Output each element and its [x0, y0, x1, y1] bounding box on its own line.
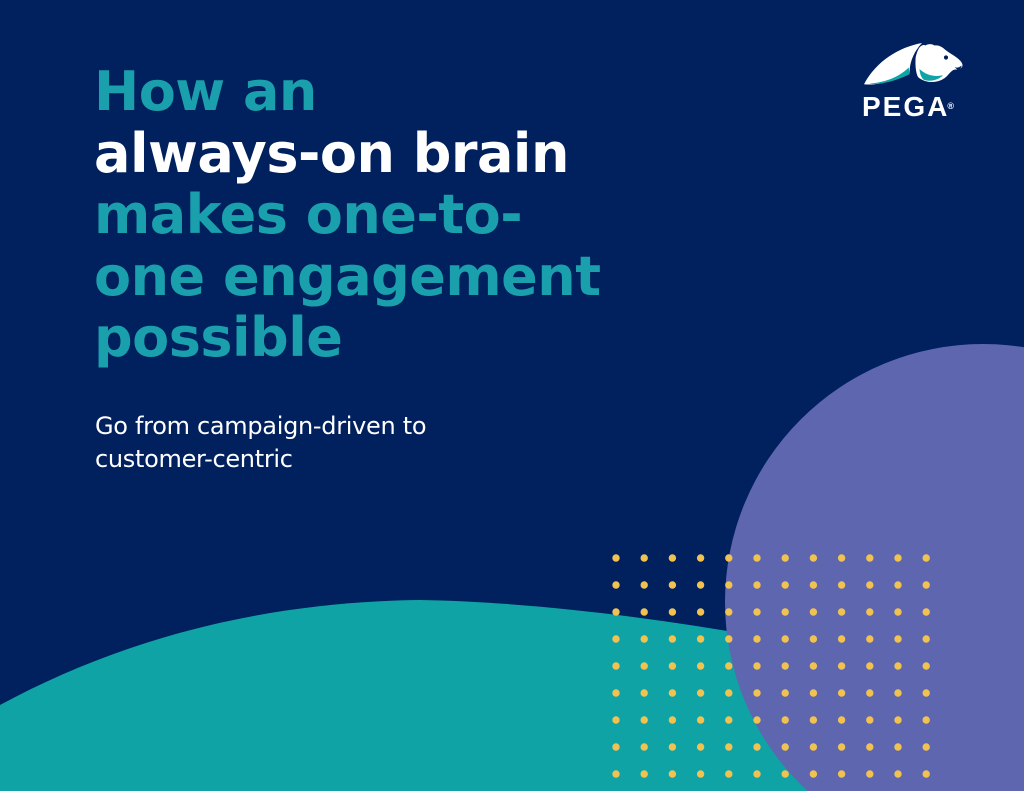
subtitle-line-1: Go from campaign-driven to — [95, 412, 427, 440]
subtitle: Go from campaign-driven to customer-cent… — [95, 410, 427, 476]
dot-grid-pattern — [612, 554, 930, 778]
pega-horse-icon — [864, 43, 963, 85]
title-line-2: always-on brain — [94, 121, 569, 185]
title-line-5: possible — [94, 306, 343, 369]
subtitle-line-2: customer-centric — [95, 445, 293, 473]
pega-logo: PEGA® — [860, 38, 968, 121]
registered-mark: ® — [947, 101, 954, 111]
title-line-3: makes one-to- — [94, 183, 523, 246]
title-line-4: one engagement — [94, 244, 601, 308]
pega-wordmark: PEGA — [862, 91, 950, 122]
title-line-1: How an — [94, 60, 317, 123]
purple-circle-shape — [725, 344, 1024, 791]
page-title: How an always-on brain makes one-to- one… — [94, 61, 601, 369]
